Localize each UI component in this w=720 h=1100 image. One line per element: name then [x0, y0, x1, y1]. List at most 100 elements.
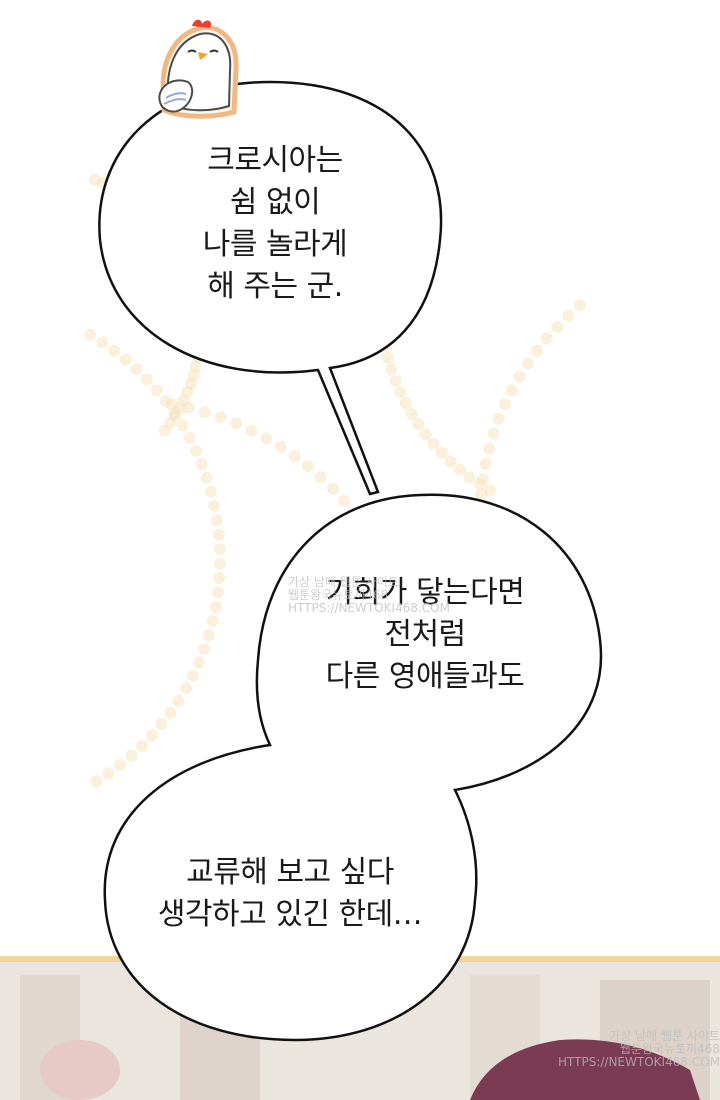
watermark-bottom: 가상 남매 웹툰 사이트 웹툰왕국뉴토끼468 HTTPS://NEWTOKI4… [558, 1030, 720, 1069]
sparkle-dot [314, 471, 327, 484]
speech-line: 다른 영애들과도 [325, 659, 525, 694]
speech-text-third: 교류해 보고 싶다 생각하고 있긴 한데… [120, 852, 460, 936]
speech-line: 나를 놀라게 [202, 227, 348, 262]
sparkle-dot [381, 351, 394, 364]
sparkle-dot [135, 739, 148, 752]
sparkle-dot [513, 370, 526, 383]
watermark-line: HTTPS://NEWTOKI468.COM [558, 1055, 720, 1069]
speech-line: 쉼 없이 [229, 185, 321, 220]
sparkle-dot [326, 482, 339, 495]
sparkle-dot [479, 457, 492, 470]
sparkle-dot [492, 412, 505, 425]
sparkle-dot [399, 397, 412, 410]
sparkle-dot [198, 642, 211, 655]
sparkle-dot [574, 299, 586, 312]
speech-bubble-first [98, 80, 443, 496]
sparkle-dot [150, 384, 163, 397]
sparkle-dot [158, 424, 171, 437]
sparkle-dot [195, 458, 208, 471]
speech-line: 기회가 닿는다면 [325, 575, 525, 610]
sparkle-dot [186, 669, 199, 682]
sparkle-dot [499, 398, 511, 411]
sparkle-dot [540, 332, 553, 345]
sparkle-dot [119, 353, 132, 366]
sparkle-dot [427, 437, 440, 450]
speech-line: 해 주는 군. [207, 269, 343, 304]
watermark-line: 가상 남매 웹툰 사이트 [609, 1029, 720, 1043]
sparkle-dot [172, 694, 185, 707]
speech-line: 생각하고 있긴 한데… [157, 897, 423, 932]
sparkle-dot [551, 320, 564, 333]
sparkle-dot [208, 499, 221, 512]
watermark-line: 가상 남매 웹툰 사이트 [288, 575, 399, 589]
sparkle-dot [385, 363, 398, 376]
character-hair [470, 1039, 700, 1100]
sparkle-dot [193, 656, 205, 669]
sparkle-dot [274, 440, 287, 453]
watermark-line: 웹툰왕국뉴토끼468 [288, 588, 389, 602]
sparkle-dot [483, 442, 496, 455]
watermark-line: HTTPS://NEWTOKI468.COM [288, 601, 450, 615]
sparkle-dot [190, 444, 202, 457]
speech-line: 크로시아는 [207, 143, 343, 178]
speech-line: 교류해 보고 싶다 [186, 855, 394, 890]
sparkle-dot [155, 718, 168, 731]
sparkle-dot [183, 431, 196, 444]
sparkle-dot [96, 336, 109, 349]
sparkle-dot [444, 455, 457, 468]
sparkle-dot [210, 514, 223, 527]
sparkle-dot [245, 424, 258, 437]
sparkle-dot [200, 471, 213, 484]
sparkle-dot [505, 384, 518, 397]
sparkle-dot [146, 729, 158, 742]
sparkle-dot [180, 682, 193, 695]
sparkle-dot [209, 600, 222, 613]
sparkle-dot [213, 572, 226, 585]
speech-text-second: 기회가 닿는다면 전처럼 다른 영애들과도 [280, 572, 570, 698]
chicken-mascot-icon [158, 19, 239, 119]
sparkle-dot [84, 328, 96, 341]
sparkle-dot [288, 450, 301, 463]
sparkle-dot [164, 706, 177, 719]
sparkle-dot [435, 446, 448, 459]
sparkle-dot [230, 417, 243, 430]
sparkle-dot [405, 408, 418, 420]
sparkle-dot [141, 373, 153, 386]
sparkle-dot [125, 749, 138, 762]
speech-line: 전처럼 [384, 617, 466, 652]
sparkle-dot [260, 432, 273, 445]
sparkle-dot [521, 357, 534, 370]
sparkle-dot [108, 344, 121, 357]
sparkle-dot [419, 428, 432, 441]
sparkle-dot [389, 375, 402, 387]
sparkle-dot [302, 460, 314, 473]
sparkle-dot [531, 344, 543, 357]
sparkle-dot [562, 309, 575, 322]
sparkle-dot [484, 484, 496, 497]
sparkle-dot [198, 406, 211, 419]
speech-bubble-merged [103, 493, 603, 1042]
sparkle-dot [412, 418, 425, 431]
sparkle-dot [130, 363, 143, 376]
sparkle-dot [211, 586, 224, 599]
sparkle-dot [90, 775, 103, 788]
sparkle-dot [463, 471, 476, 484]
sparkle-dot [214, 411, 227, 424]
sparkle-dot [473, 478, 486, 491]
speech-text-first: 크로시아는 쉼 없이 나를 놀라게 해 주는 군. [140, 140, 410, 308]
sparkle-dot [214, 557, 226, 570]
sparkle-dot [212, 528, 225, 541]
sparkle-dot [102, 767, 115, 780]
sparkle-dot [487, 427, 500, 440]
sparkle-dot [394, 386, 407, 399]
sparkle-dot [206, 615, 219, 628]
sparkle-dot [204, 485, 217, 498]
sparkle-dot [202, 629, 215, 642]
sparkle-dot [213, 543, 226, 556]
watermark-center: 가상 남매 웹툰 사이트 웹툰왕국뉴토끼468 HTTPS://NEWTOKI4… [288, 576, 450, 615]
sparkle-dot [114, 758, 127, 771]
watermark-line: 웹툰왕국뉴토끼468 [619, 1042, 720, 1056]
sparkle-dot [338, 494, 351, 507]
sparkle-dot [176, 419, 189, 432]
